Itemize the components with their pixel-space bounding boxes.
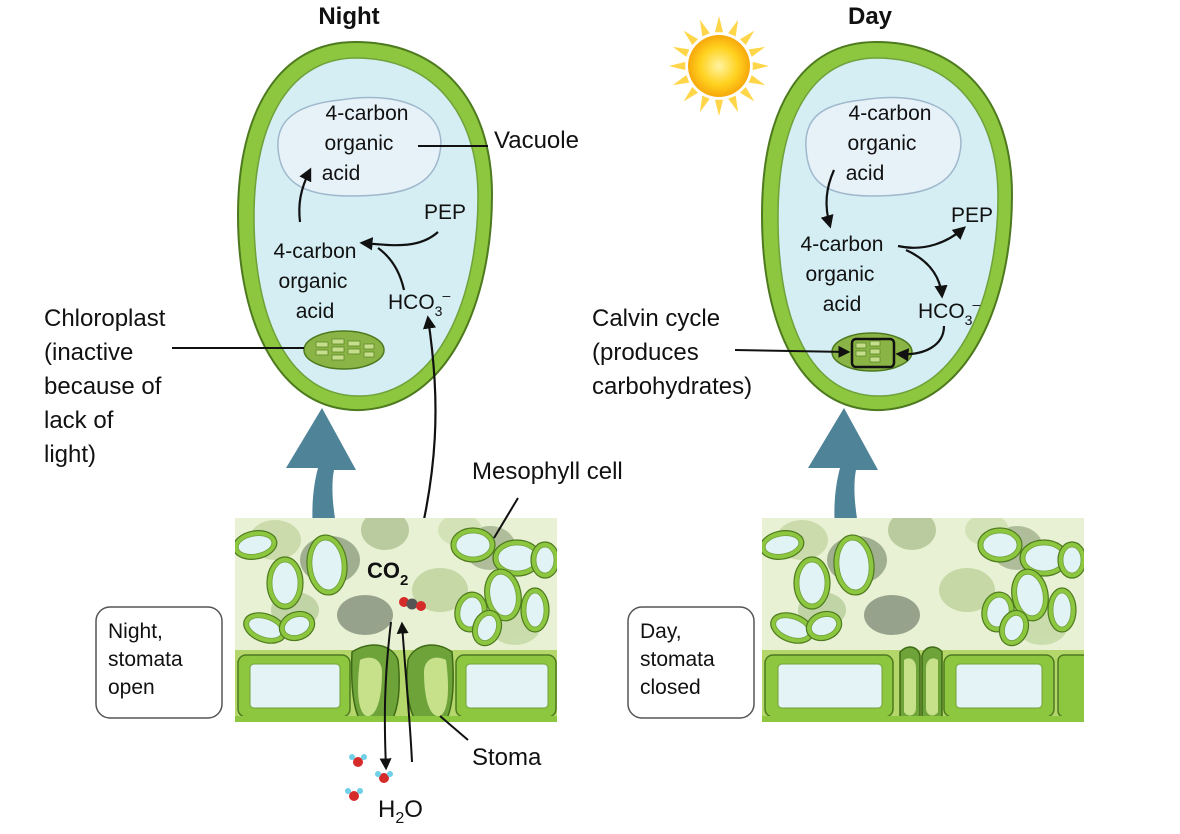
calvin-leader-line — [734, 345, 851, 358]
svg-text:4-carbon: 4-carbon — [849, 102, 932, 125]
svg-text:acid: acid — [846, 162, 885, 185]
svg-text:4-carbon: 4-carbon — [801, 233, 884, 256]
svg-text:organic: organic — [848, 132, 917, 155]
stoma-leader-line — [439, 715, 469, 741]
svg-text:4-carbon: 4-carbon — [326, 102, 409, 125]
svg-text:acid: acid — [823, 293, 862, 316]
night-pep-label: PEP — [424, 201, 466, 224]
svg-text:open: open — [108, 676, 155, 699]
svg-text:Calvin cycle: Calvin cycle — [592, 305, 720, 332]
day-stomata-closed-box: Day, stomata closed — [627, 606, 755, 719]
day-pep-label: PEP — [951, 204, 993, 227]
sun-icon — [669, 16, 769, 116]
svg-text:Night,: Night, — [108, 620, 163, 643]
h2o-label: H2O — [378, 796, 423, 827]
day-leaf-tissue — [762, 518, 1084, 722]
calvin-cycle-label: Calvin cycle (produces carbohydrates) — [592, 305, 752, 400]
night-hco3-label: HCO3– — [388, 287, 450, 319]
svg-text:4-carbon: 4-carbon — [274, 240, 357, 263]
night-vacuole-acid-label: 4-carbon organic acid — [322, 102, 409, 185]
co2-in-arrow — [396, 621, 413, 763]
day-arrow-to-hco3 — [905, 248, 948, 299]
h2o-molecule-icons — [345, 754, 393, 801]
svg-text:because of: because of — [44, 373, 162, 400]
night-leaf-tissue — [235, 518, 557, 722]
night-arrow-to-vacuole — [298, 167, 312, 223]
night-vacuole — [277, 96, 442, 197]
day-hco3-label: HCO3– — [918, 296, 980, 328]
night-mesophyll-cell — [236, 40, 494, 412]
svg-text:stomata: stomata — [108, 648, 183, 671]
night-arrow-hco3 — [377, 247, 406, 291]
svg-text:(inactive: (inactive — [44, 339, 133, 366]
svg-text:stomata: stomata — [640, 648, 715, 671]
svg-text:acid: acid — [296, 300, 335, 323]
day-cytosol-acid-label: 4-carbon organic acid — [801, 233, 884, 316]
calvin-cycle-icon — [850, 337, 896, 369]
day-chloroplast — [831, 332, 913, 372]
night-stomata-open-box: Night, stomata open — [95, 606, 223, 719]
night-title: Night — [318, 3, 379, 30]
vacuole-label: Vacuole — [494, 127, 579, 154]
svg-text:organic: organic — [279, 270, 348, 293]
day-mesophyll-cell — [760, 40, 1014, 412]
svg-text:closed: closed — [640, 676, 701, 699]
svg-text:light): light) — [44, 441, 96, 468]
co2-molecule-icon — [399, 597, 426, 611]
svg-text:(produces: (produces — [592, 339, 699, 366]
night-zoom-arrow — [286, 408, 356, 554]
chloroplast-label: Chloroplast (inactive because of lack of… — [44, 305, 166, 468]
svg-text:carbohydrates): carbohydrates) — [592, 373, 752, 400]
day-arrow-to-pep — [897, 226, 966, 249]
svg-text:acid: acid — [322, 162, 361, 185]
day-arrow-to-calvin — [895, 325, 946, 362]
svg-text:lack of: lack of — [44, 407, 114, 434]
stoma-label: Stoma — [472, 744, 542, 771]
svg-text:Day,: Day, — [640, 620, 682, 643]
svg-text:Chloroplast: Chloroplast — [44, 305, 166, 332]
mesophyll-leader-line — [493, 497, 519, 539]
day-arrow-from-vacuole — [820, 169, 836, 229]
night-chloroplast — [303, 330, 385, 370]
mesophyll-cell-label: Mesophyll cell — [472, 458, 623, 485]
co2-label: CO2 — [367, 558, 408, 589]
day-title: Day — [848, 3, 893, 30]
day-zoom-arrow — [808, 408, 878, 554]
day-vacuole-acid-label: 4-carbon organic acid — [846, 102, 932, 185]
night-arrow-pep — [359, 231, 439, 251]
svg-text:organic: organic — [806, 263, 875, 286]
day-vacuole — [805, 96, 962, 197]
svg-text:organic: organic — [325, 132, 394, 155]
h2o-out-arrow — [379, 621, 392, 771]
night-cytosol-acid-label: 4-carbon organic acid — [274, 240, 357, 323]
